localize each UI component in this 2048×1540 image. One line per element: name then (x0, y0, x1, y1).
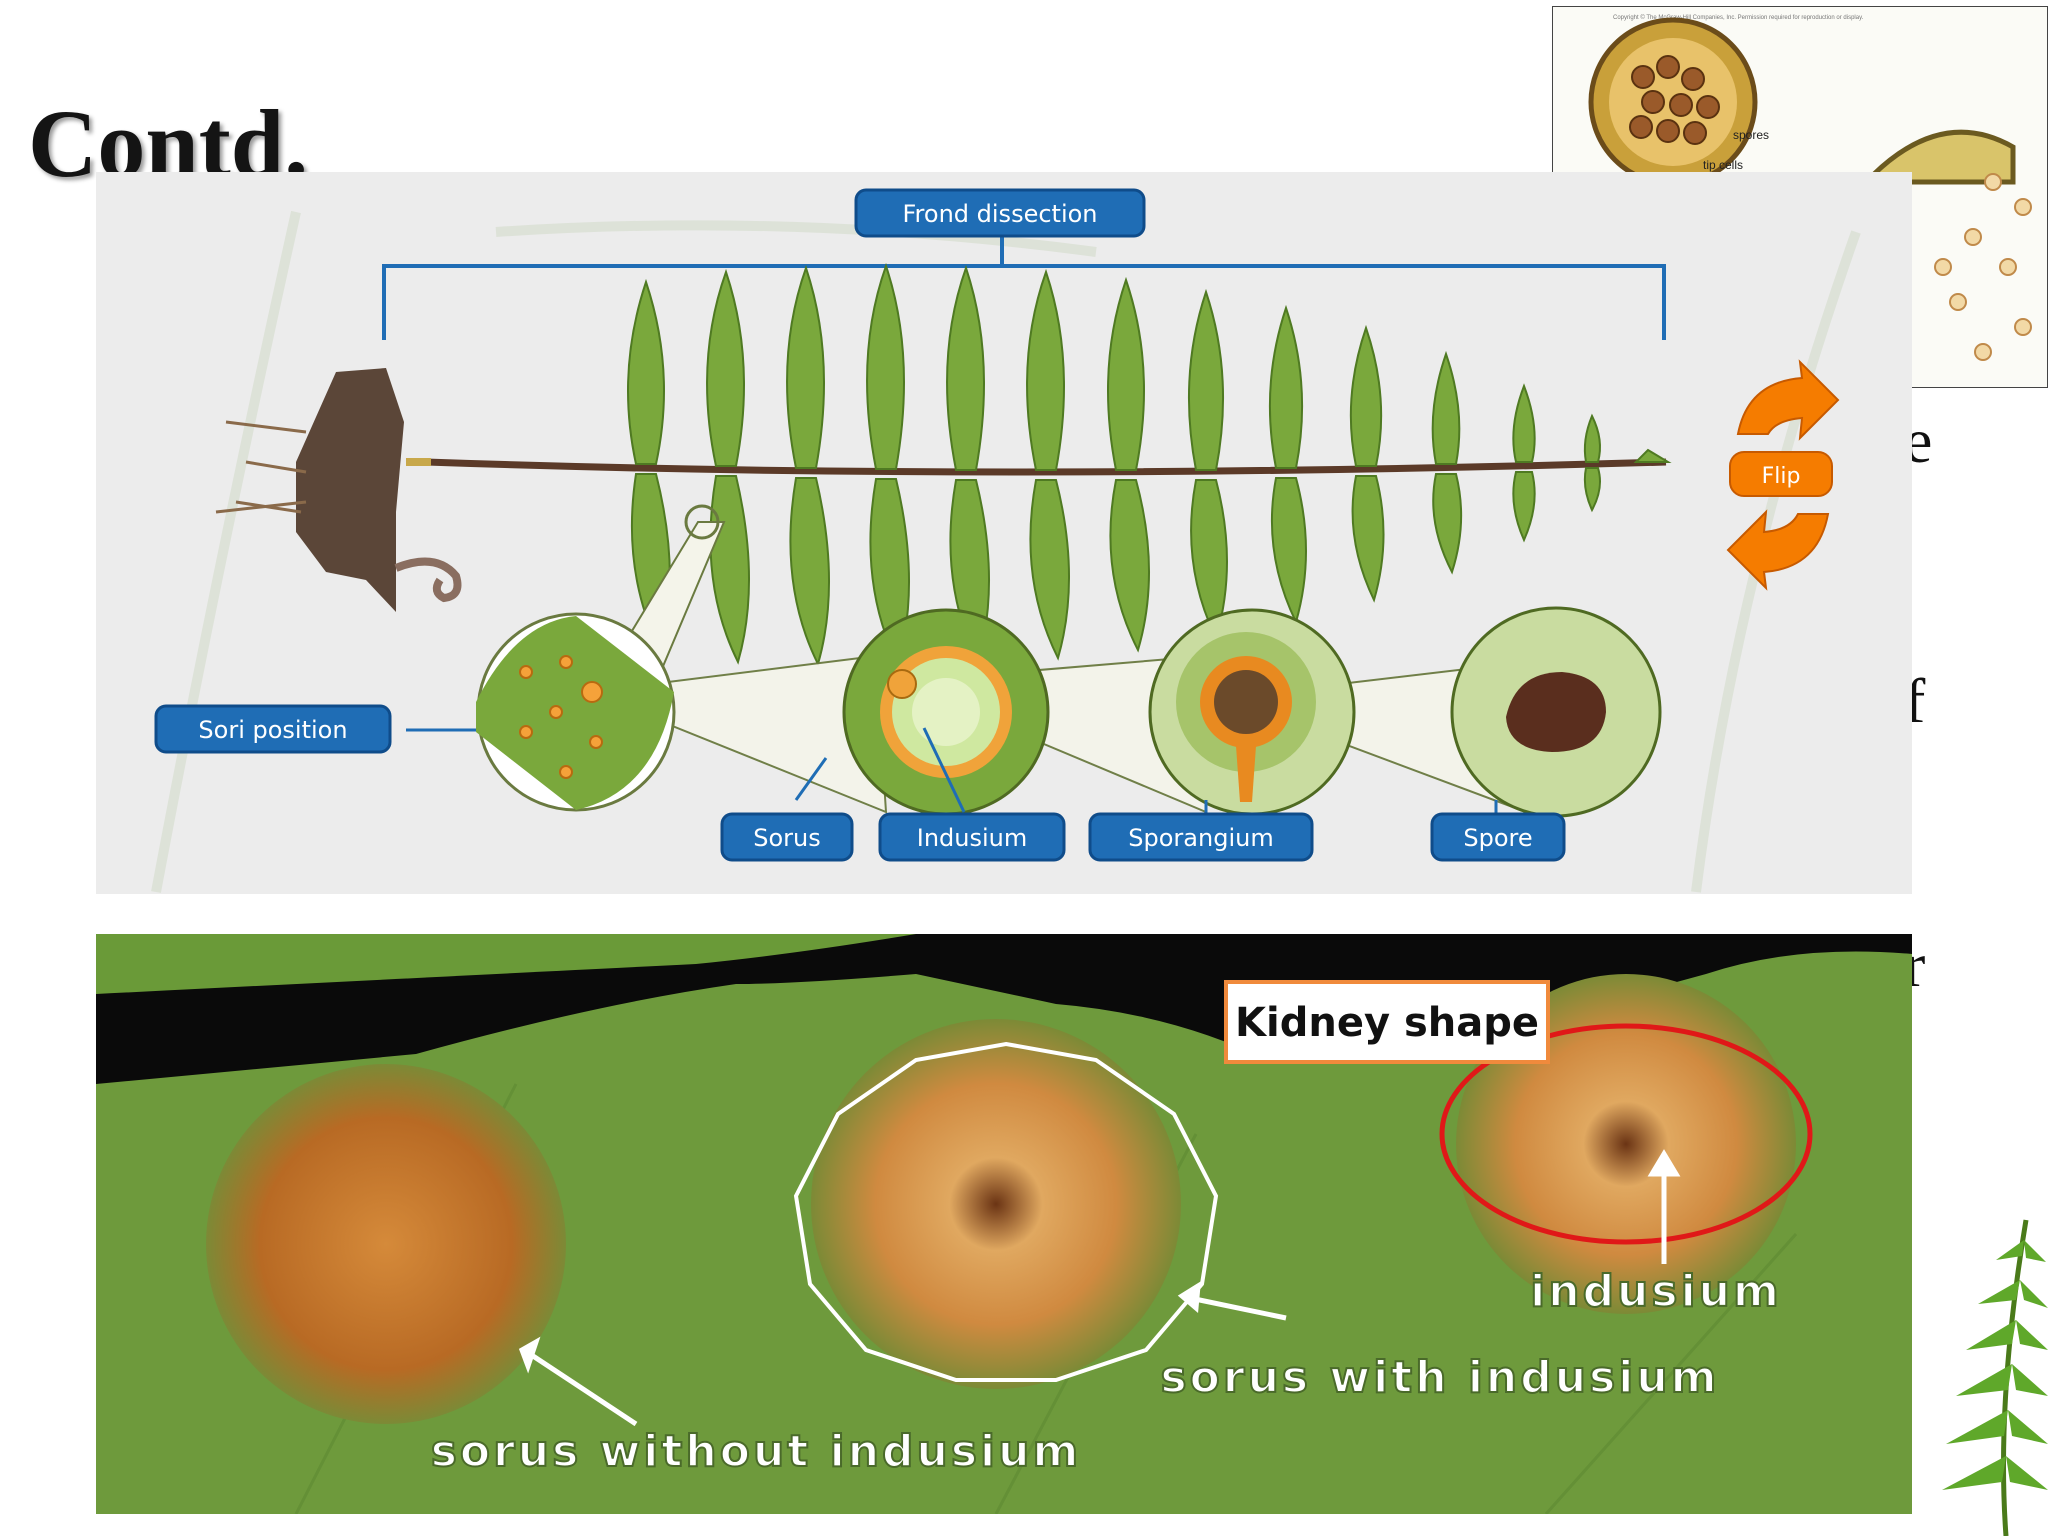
flip-button[interactable]: Flip (1726, 359, 1840, 591)
label-sporangium: Sporangium (1088, 812, 1314, 862)
inset-label-spores: spores (1733, 128, 1769, 142)
frond-dissection-label: Frond dissection (854, 188, 1146, 238)
sorus-with-indusium-center (811, 1019, 1181, 1389)
rotate-arrow-icon (1726, 509, 1830, 591)
label-sorus: Sorus (720, 812, 854, 862)
svg-text:Kidney shape: Kidney shape (1235, 1000, 1539, 1046)
decorative-fern-icon (1906, 1200, 2048, 1537)
sori-photograph: Kidney shape indusium sorus with indusiu… (96, 934, 1912, 1514)
frond-rachis (425, 458, 1667, 476)
label-sorus-with-indusium: sorus with indusium (1160, 1352, 1719, 1403)
kidney-shape-callout: Kidney shape (1224, 980, 1550, 1064)
svg-text:Spore: Spore (1463, 824, 1532, 852)
svg-text:Sori position: Sori position (198, 716, 347, 744)
label-sorus-without-indusium: sorus without indusium (431, 1426, 1082, 1477)
svg-text:Frond dissection: Frond dissection (903, 200, 1098, 228)
svg-text:Indusium: Indusium (917, 824, 1028, 852)
label-indusium: Indusium (878, 812, 1066, 862)
frond-pinnae (627, 262, 1672, 667)
highlight-polygon (793, 1041, 1219, 1382)
circle-sori-position (476, 504, 720, 812)
svg-text:Flip: Flip (1762, 464, 1801, 489)
label-leaders (406, 727, 1498, 814)
label-sori-position: Sori position (154, 704, 392, 754)
circle-spore (1450, 606, 1662, 818)
svg-text:Sporangium: Sporangium (1128, 824, 1273, 852)
circle-sorus (842, 608, 1050, 816)
kidney-highlight-circle (1439, 1023, 1813, 1245)
annotation-arrows (518, 1149, 1681, 1427)
frond-bracket (382, 232, 1666, 340)
inset-label-tip-cells: tip cells (1703, 158, 1743, 172)
rotate-arrow-icon (1736, 359, 1840, 441)
label-indusium: indusium (1530, 1266, 1782, 1317)
svg-text:Sorus: Sorus (753, 824, 821, 852)
dark-background (96, 934, 1912, 1084)
inset-copyright: Copyright © The McGraw-Hill Companies, I… (1613, 14, 1864, 21)
sorus-without-indusium (206, 1064, 566, 1424)
circle-sporangium (1148, 608, 1356, 816)
label-spore: Spore (1430, 812, 1566, 862)
frond-dissection-diagram: Frond dissection (96, 172, 1912, 894)
rhizome (215, 368, 462, 612)
